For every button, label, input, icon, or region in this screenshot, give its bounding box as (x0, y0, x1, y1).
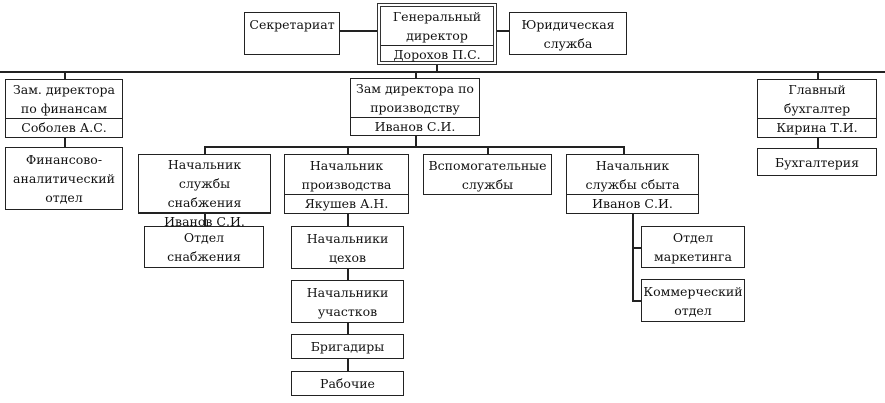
node-supply-head[interactable]: Начальник службы снабжения Иванов С.И. (138, 154, 271, 229)
connector-line (415, 135, 417, 147)
node-title: Бригадиры (310, 339, 385, 354)
connector-line (817, 71, 819, 80)
node-secretariat[interactable]: Секретариат (244, 12, 340, 55)
connector-line (497, 30, 509, 32)
node-title: Отдел снабжения (167, 230, 241, 264)
node-person: Соболев А.С. (6, 118, 122, 137)
node-ceo[interactable]: Генеральный директор Дорохов П.С. (377, 3, 497, 65)
node-person: Иванов С.И. (351, 117, 479, 135)
node-person: Иванов С.И. (567, 194, 698, 213)
node-commercial[interactable]: Коммерческий отдел (641, 279, 745, 322)
connector-line (347, 146, 349, 155)
connector-line (817, 137, 819, 149)
node-marketing[interactable]: Отдел маркетинга (641, 226, 745, 268)
node-chief-accountant[interactable]: Главный бухгалтер Кирина Т.И. (757, 79, 877, 138)
node-person: Якушев А.Н. (285, 194, 408, 213)
node-person: Дорохов П.С. (381, 45, 493, 63)
node-sales-head[interactable]: Начальник службы сбыта Иванов С.И. (566, 154, 699, 214)
node-title: Рабочие (320, 376, 375, 391)
node-deputy-production[interactable]: Зам директора по производству Иванов С.И… (350, 78, 480, 136)
connector-line (204, 146, 624, 148)
node-title: Зам. директора по финансам (12, 82, 116, 116)
node-workers[interactable]: Рабочие (291, 371, 404, 396)
node-auxiliary[interactable]: Вспомогательные службы (423, 154, 552, 195)
node-production-head[interactable]: Начальник производства Якушев А.Н. (284, 154, 409, 214)
node-title: Начальник производства (301, 157, 392, 192)
connector-line (436, 64, 438, 72)
connector-line (64, 71, 66, 80)
connector-line (623, 146, 625, 155)
node-title: Генеральный директор (392, 9, 482, 43)
node-title: Бухгалтерия (774, 154, 860, 170)
connector-line (415, 71, 417, 80)
node-title: Юридическая служба (521, 16, 615, 51)
connector-line (0, 71, 885, 73)
node-workshop-heads[interactable]: Начальники цехов (291, 226, 404, 269)
node-title: Вспомогательные службы (428, 157, 547, 192)
connector-line (347, 213, 349, 227)
connector-line (487, 146, 489, 155)
node-title: Начальник службы сбыта (585, 157, 680, 192)
connector-line (339, 30, 377, 32)
connector-line (64, 137, 66, 147)
node-foremen[interactable]: Бригадиры (291, 334, 404, 359)
connector-line (632, 300, 642, 302)
node-title: Главный бухгалтер (783, 82, 851, 116)
node-fin-analytics[interactable]: Финансово-аналитический отдел (5, 147, 123, 210)
node-title: Зам директора по производству (356, 81, 474, 115)
connector-line (204, 146, 206, 155)
node-person: Кирина Т.И. (758, 118, 876, 137)
node-title: Финансово-аналитический отдел (13, 152, 115, 205)
node-title: Секретариат (249, 17, 335, 32)
connector-line (347, 358, 349, 372)
connector-line (347, 268, 349, 280)
node-title: Коммерческий отдел (643, 283, 743, 318)
node-legal[interactable]: Юридическая служба (509, 12, 627, 55)
node-supply-dept[interactable]: Отдел снабжения (144, 226, 264, 268)
node-title: Начальники цехов (306, 230, 389, 265)
connector-line (632, 213, 634, 301)
connector-line (632, 247, 642, 249)
connector-line (347, 322, 349, 334)
node-person: Иванов С.И. (139, 212, 270, 230)
node-section-heads[interactable]: Начальники участков (291, 280, 404, 323)
connector-line (204, 213, 206, 227)
node-accounting[interactable]: Бухгалтерия (757, 148, 877, 176)
node-title: Начальник службы снабжения (167, 157, 242, 210)
node-deputy-finance[interactable]: Зам. директора по финансам Соболев А.С. (5, 79, 123, 138)
node-title: Начальники участков (306, 284, 389, 319)
node-title: Отдел маркетинга (654, 230, 732, 264)
